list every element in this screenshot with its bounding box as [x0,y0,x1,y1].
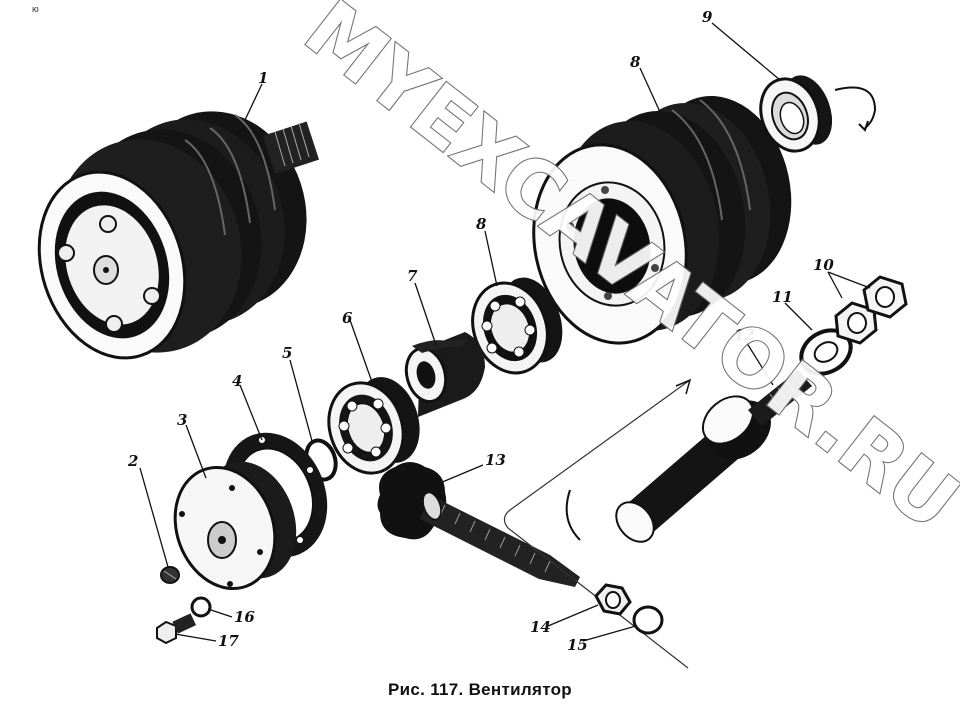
label-1: 1 [258,69,268,87]
label-8a: 8 [476,215,487,233]
washer-11 [799,328,853,376]
label-13: 13 [485,451,506,469]
label-10: 10 [813,256,834,274]
label-17: 17 [218,632,239,650]
label-16: 16 [234,608,255,626]
label-5: 5 [282,344,292,362]
label-11: 11 [772,288,793,306]
label-2: 2 [127,452,138,470]
bearing-9 [759,75,877,153]
label-15: 15 [567,636,588,654]
bearing-8 [471,277,563,375]
label-6: 6 [342,309,353,327]
axle-12 [503,370,812,669]
label-9: 9 [702,8,713,26]
label-8b: 8 [630,53,641,71]
corner-mark: ю [32,4,39,14]
puller-13 [377,462,580,587]
label-3: 3 [177,411,187,429]
label-4: 4 [232,372,242,390]
washer-16 [190,596,212,618]
label-12: 12 [734,326,755,344]
label-14: 14 [530,618,551,636]
nut-2 [160,566,180,584]
label-7: 7 [407,267,418,285]
bearing-6 [327,377,420,475]
leader-lines [139,22,871,642]
cover-3 [173,461,297,591]
pulley-1 [37,111,320,360]
nuts-10 [834,275,908,345]
sleeve-7 [404,332,485,417]
figure-caption: Рис. 117. Вентилятор [388,680,572,699]
ring-15 [632,605,664,635]
pulley-8 [532,95,792,345]
bolt-17 [156,613,197,645]
nut-14 [594,583,632,616]
